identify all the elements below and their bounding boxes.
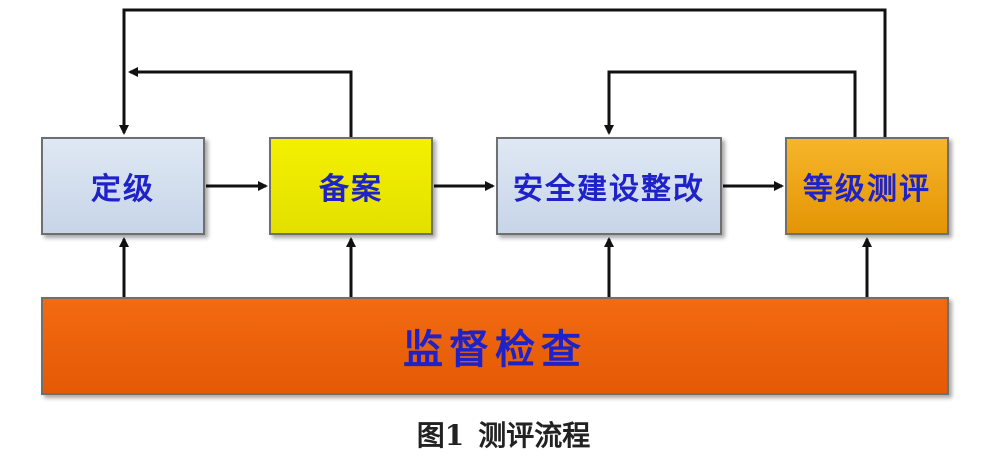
box-jiandu-jiancha: 监督检查 [41, 297, 949, 395]
feedback-beian-to-dingji [128, 67, 353, 137]
figure-caption: 图1 测评流程 [0, 412, 1007, 456]
feedback-dengji-to-anquan [604, 70, 857, 137]
box-dingji: 定级 [41, 137, 205, 235]
box-anquan-jianshe-zhenggai: 安全建设整改 [496, 137, 722, 235]
figure-title: 测评流程 [478, 419, 591, 452]
box-dingji-label: 定级 [91, 172, 155, 207]
box-beian: 备案 [269, 137, 433, 235]
box-anquan-label: 安全建设整改 [513, 172, 705, 207]
box-dengji-label: 等级测评 [803, 172, 931, 207]
box-beian-label: 备案 [319, 172, 383, 207]
box-jiandu-label: 监督检查 [403, 326, 587, 373]
figure-number: 图1 [416, 419, 465, 452]
feedback-dengji-to-dingji [119, 8, 887, 137]
box-dengji-ceping: 等级测评 [785, 137, 949, 235]
